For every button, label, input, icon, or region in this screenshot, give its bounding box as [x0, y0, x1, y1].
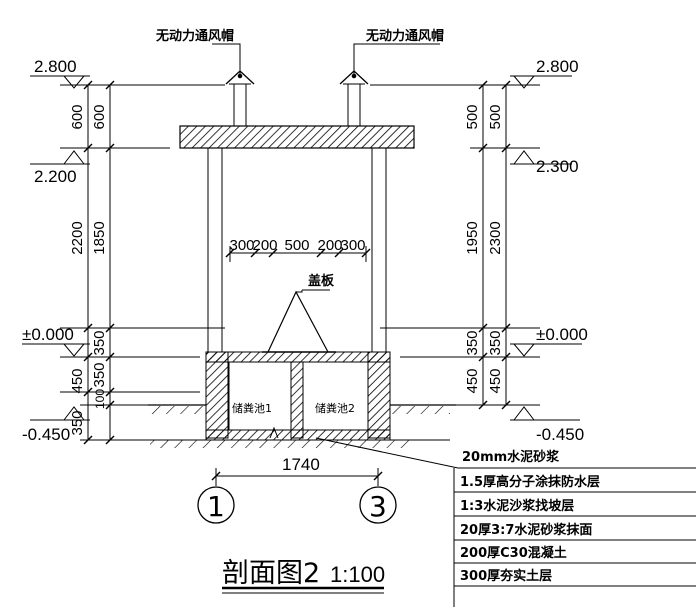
dim-left-inner-4: 350	[91, 362, 108, 387]
elev-marker-right-zero	[510, 343, 582, 357]
elev-right-low: -0.450	[536, 425, 584, 444]
layer-label-6: 300厚夯实土层	[460, 568, 552, 584]
elev-left-top: 2.800	[34, 57, 77, 76]
dim-top-3: 500	[284, 237, 309, 254]
dim-right-outer-3: 350	[487, 330, 504, 355]
tank1-label: 储粪池1	[232, 401, 272, 415]
elev-left-mid: 2.200	[34, 167, 77, 186]
dim-left-inner-2: 1850	[91, 221, 108, 254]
dim-right-outer-4: 450	[487, 368, 504, 393]
elev-marker-left-mid	[30, 150, 90, 165]
elev-right-top: 2.800	[536, 57, 579, 76]
drawing-scale: 1:100	[330, 562, 385, 587]
cover-pyramid	[267, 290, 329, 353]
axis-bubble-1	[197, 486, 235, 524]
layer-labels: 20mm水泥砂浆 1.5厚高分子涂抹防水层 1:3水泥沙浆找坡层 20厚3:7水泥砂浆…	[460, 449, 600, 584]
dim-top-2: 200	[252, 237, 277, 254]
dim-left-outer-4: 350	[69, 410, 86, 435]
layer-label-3: 1:3水泥沙浆找坡层	[460, 498, 574, 514]
layer-label-2: 1.5厚高分子涂抹防水层	[460, 474, 600, 490]
elev-marker-right-mid	[510, 150, 572, 165]
dim-right-outer-1: 500	[487, 104, 504, 129]
dim-top-1: 300	[229, 237, 254, 254]
dim-right-outer-2: 2300	[487, 221, 504, 254]
cover-label: 盖板	[308, 273, 335, 289]
elev-marker-left-top	[30, 75, 90, 89]
layer-table	[453, 468, 696, 607]
vent-cap-left	[225, 70, 255, 126]
dim-left-outer-3: 450	[69, 368, 86, 393]
axis-bubble-3	[359, 486, 397, 524]
septic-tank	[205, 351, 391, 441]
elev-marker-right-top	[510, 75, 572, 89]
elev-right-mid: 2.300	[536, 157, 579, 176]
dim-right-inner-1: 500	[464, 104, 481, 129]
vent-label-left: 无动力通风帽	[155, 28, 234, 44]
dim-top-5: 300	[340, 237, 365, 254]
elev-left-zero: ±0.000	[22, 325, 74, 344]
dim-left-inner-3: 350	[91, 330, 108, 355]
vent-cap-right	[339, 70, 369, 126]
dim-right-inner-3: 350	[464, 330, 481, 355]
elev-left-low: -0.450	[22, 425, 70, 444]
layer-label-1: 20mm水泥砂浆	[462, 449, 560, 465]
dim-right-inner-4: 450	[464, 368, 481, 393]
drawing-title: 剖面图2	[222, 558, 320, 589]
vent-label-right: 无动力通风帽	[365, 28, 444, 44]
tank2-label: 储粪池2	[315, 401, 355, 415]
axis-label-1: 1	[207, 490, 225, 523]
elev-marker-left-low	[30, 406, 90, 421]
dim-left-outer-1: 600	[69, 104, 86, 129]
dim-bottom: 1740	[282, 455, 320, 474]
dim-right-inner-2: 1950	[464, 221, 481, 254]
dim-top-4: 200	[317, 237, 342, 254]
right-dimension-labels: 500 1950 350 450 500 2300 350 450	[464, 104, 504, 393]
elev-marker-right-low	[510, 406, 580, 421]
dim-left-inner-1: 600	[91, 104, 108, 129]
layer-label-5: 200厚C30混凝土	[460, 545, 567, 561]
dim-left-outer-2: 2200	[69, 221, 86, 254]
left-dimension-labels: 600 2200 450 350 600 1850 350 350 100	[69, 104, 108, 435]
axis-label-3: 3	[369, 490, 387, 523]
elev-marker-left-zero	[22, 343, 90, 357]
roof-slab	[179, 125, 415, 149]
dim-left-inner-5: 100	[93, 389, 107, 409]
elev-right-zero: ±0.000	[536, 325, 588, 344]
layer-label-4: 20厚3:7水泥砂浆抹面	[460, 522, 592, 538]
